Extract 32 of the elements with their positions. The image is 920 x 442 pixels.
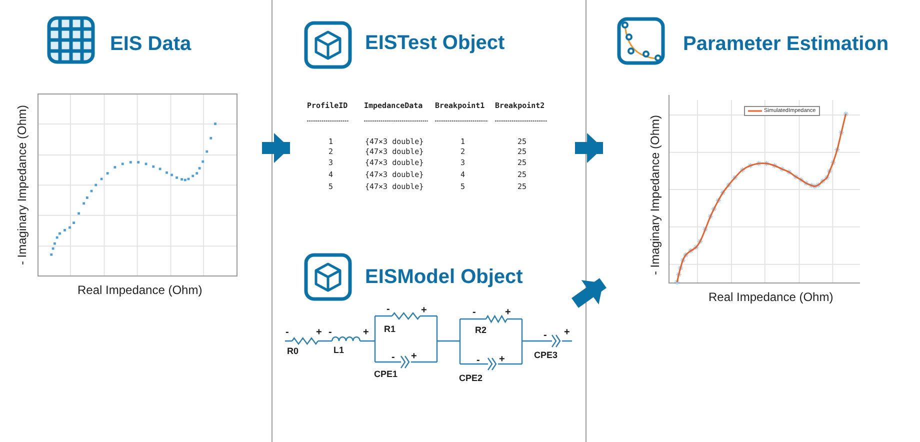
axis-title: - Imaginary Impedance (Ohm) (649, 114, 662, 276)
polarity-sign: + (316, 328, 322, 338)
component-label: R0 (287, 346, 299, 356)
polarity-sign: + (363, 328, 369, 338)
polarity-sign: + (421, 306, 427, 316)
section-title: EIS Data (110, 34, 192, 54)
axis-title: Real Impedance (Ohm) (708, 291, 834, 303)
component-label: CPE2 (459, 374, 483, 382)
polarity-sign: - (286, 328, 289, 338)
polarity-sign: + (564, 328, 570, 338)
component-label: L1 (334, 346, 344, 354)
block-arrow (262, 133, 290, 163)
polarity-sign: - (328, 328, 332, 338)
polarity-sign: - (476, 356, 480, 366)
polarity-sign: + (499, 355, 505, 365)
section-title: Parameter Estimation (683, 34, 889, 54)
component-label: CPE3 (534, 350, 558, 360)
polarity-sign: - (386, 305, 390, 315)
axis-title: - Imaginary Impedance (Ohm) (16, 104, 28, 266)
polarity-sign: + (505, 308, 511, 318)
section-title: EISModel Object (365, 267, 523, 287)
polarity-sign: + (411, 352, 417, 362)
component-label: CPE1 (374, 370, 398, 378)
axis-title: Real Impedance (Ohm) (78, 284, 202, 296)
polarity-sign: - (392, 353, 395, 363)
component-label: R1 (384, 324, 396, 334)
polarity-sign: - (472, 308, 476, 318)
component-label: R2 (475, 326, 487, 334)
polarity-sign: - (544, 331, 547, 341)
block-arrow (575, 133, 603, 163)
block-arrow (572, 278, 606, 308)
section-title: EISTest Object (365, 33, 505, 53)
